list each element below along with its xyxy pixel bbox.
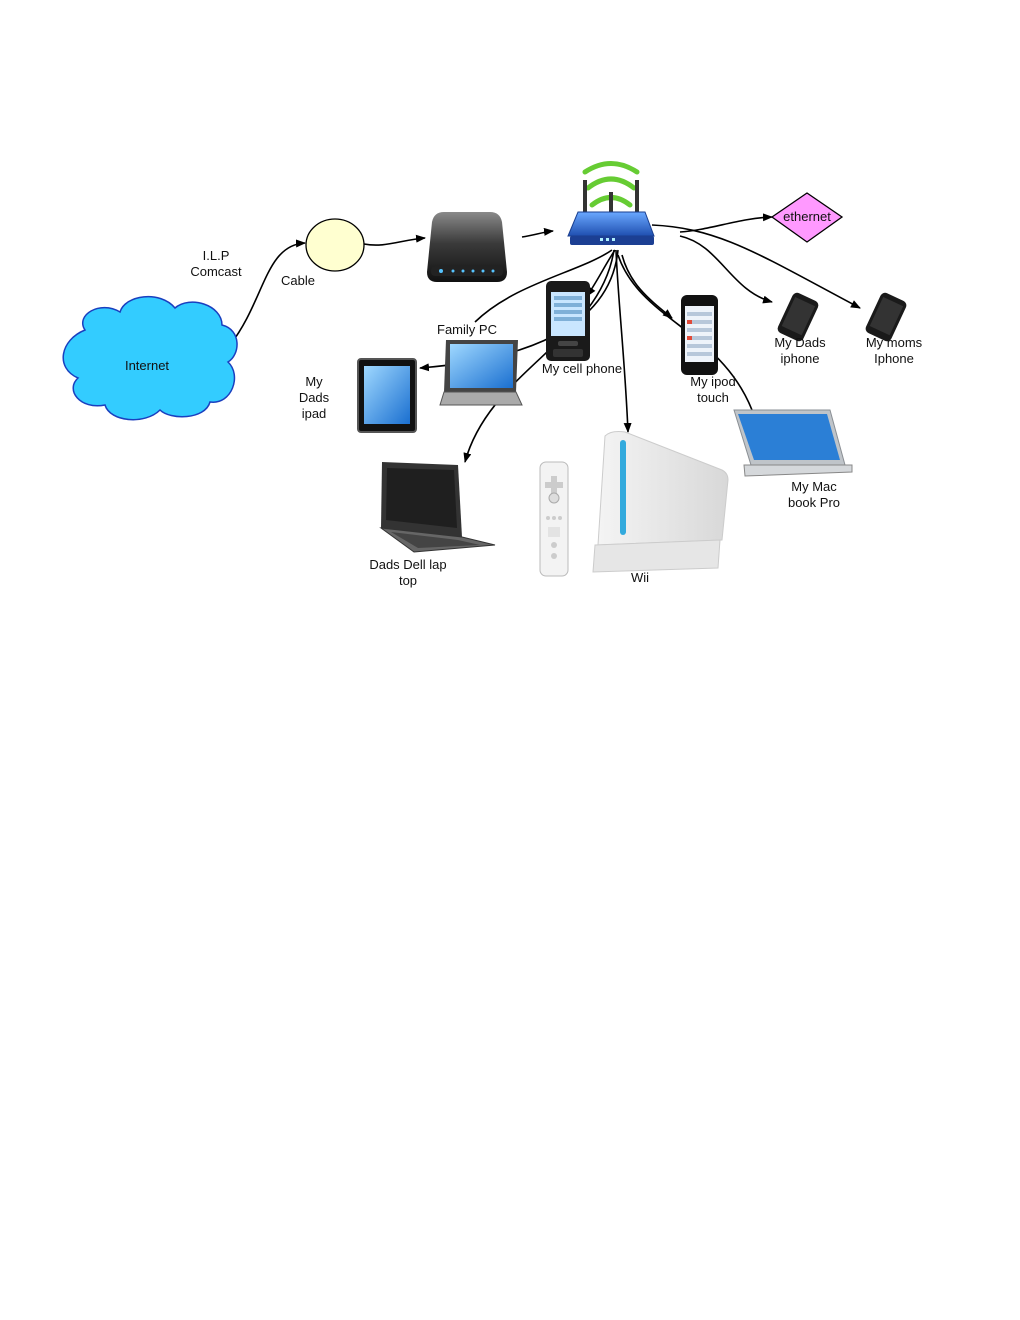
ipod-touch-label: My ipod touch <box>690 374 736 405</box>
cable-label: Cable <box>281 273 315 288</box>
ethernet-node <box>770 192 844 243</box>
cable-node <box>305 218 365 272</box>
edge-router-ethernet <box>679 213 773 233</box>
edge-router-dell <box>463 249 615 463</box>
ethernet-label: ethernet <box>783 209 831 224</box>
macbook-icon <box>733 409 853 477</box>
dell-laptop-label: Dads Dell lap top <box>369 557 447 588</box>
laptop-icon <box>439 340 523 406</box>
edge-router-moms-iphone <box>651 224 861 309</box>
isp-label: I.L.P Comcast <box>190 248 242 279</box>
dads-iphone-label: My Dads iphone <box>774 335 826 366</box>
moms-iphone-label: My moms Iphone <box>865 335 923 366</box>
modem-icon <box>427 212 507 282</box>
edge-modem-router <box>521 227 554 238</box>
internet-label: Internet <box>125 358 169 373</box>
cell-phone-label: My cell phone <box>541 361 623 376</box>
cell-phone-icon <box>546 281 590 361</box>
wii-console-icon <box>592 431 729 573</box>
smartphone-icon <box>777 292 819 342</box>
smartphone-icon <box>865 292 907 342</box>
macbook-pro-label: My Mac book Pro <box>787 479 841 510</box>
wireless-router-icon <box>567 161 655 245</box>
edge-router-wii <box>615 249 632 433</box>
family-pc-label: Family PC <box>437 322 497 337</box>
edge-cable-modem <box>363 234 426 246</box>
wii-remote-icon <box>539 461 569 577</box>
dads-ipad-label: My Dads ipad <box>298 374 330 421</box>
edge-router-dads-iphone <box>679 235 773 304</box>
wii-label: Wii <box>630 570 650 585</box>
tablet-icon <box>357 358 417 433</box>
ipod-touch-icon <box>681 295 718 375</box>
edge-router-ipod <box>621 254 673 319</box>
edge-internet-cable <box>229 239 306 346</box>
internet-cloud <box>62 295 238 421</box>
laptop-icon <box>379 462 496 553</box>
edge-router-family-pc <box>474 249 613 323</box>
